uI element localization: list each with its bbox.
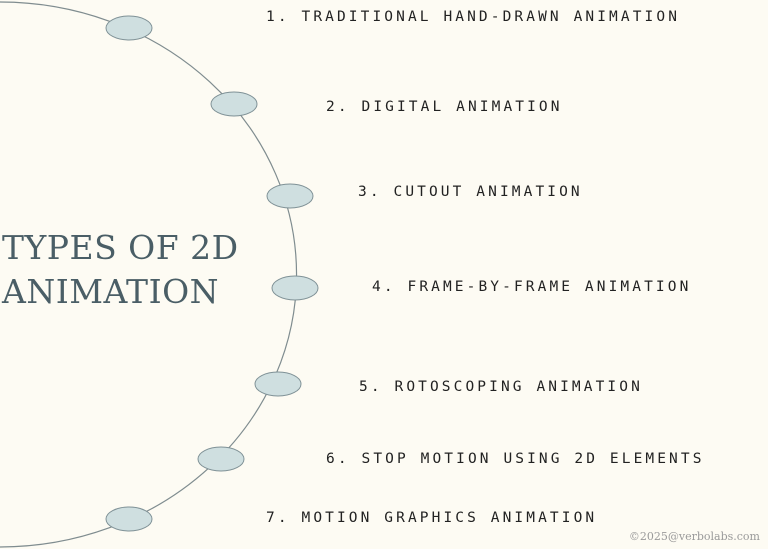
- list-item-1: 1. TRADITIONAL HAND-DRAWN ANIMATION: [266, 9, 681, 25]
- list-item-2: 2. DIGITAL ANIMATION: [326, 99, 563, 115]
- copyright-credit: ©2025@verbolabs.com: [628, 530, 760, 543]
- list-item-3: 3. CUTOUT ANIMATION: [358, 184, 583, 200]
- title-line-2: ANIMATION: [2, 272, 220, 311]
- node-3: [266, 183, 314, 209]
- list-item-5: 5. ROTOSCOPING ANIMATION: [359, 379, 643, 395]
- node-6: [197, 446, 245, 472]
- node-7: [105, 506, 153, 532]
- list-item-7: 7. MOTION GRAPHICS ANIMATION: [266, 510, 598, 526]
- node-4: [271, 275, 319, 301]
- title-line-1: TYPES OF 2D: [2, 228, 239, 267]
- list-item-6: 6. STOP MOTION USING 2D ELEMENTS: [326, 451, 705, 467]
- node-1: [105, 15, 153, 41]
- diagram-title: TYPES OF 2D ANIMATION: [2, 226, 239, 314]
- node-2: [210, 91, 258, 117]
- node-5: [254, 371, 302, 397]
- list-item-4: 4. FRAME-BY-FRAME ANIMATION: [372, 279, 692, 295]
